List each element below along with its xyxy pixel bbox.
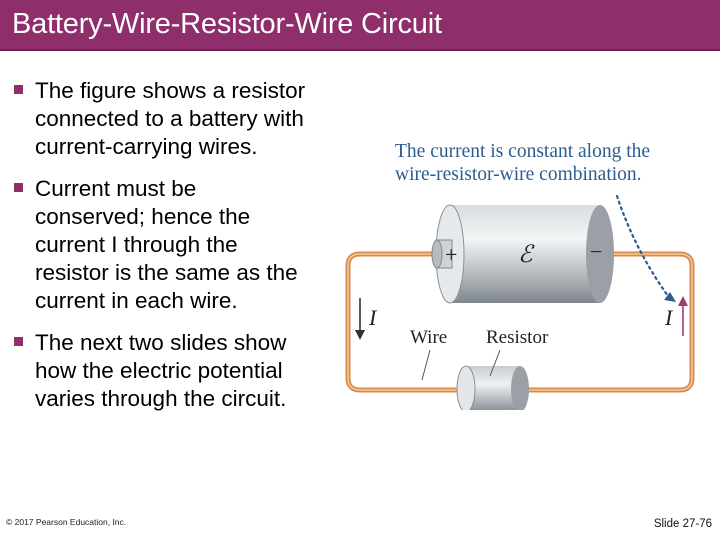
resistor	[456, 365, 529, 410]
current-label-right: I	[664, 305, 674, 330]
bullet-item: The next two slides show how the electri…	[14, 329, 314, 413]
slide-title: Battery-Wire-Resistor-Wire Circuit	[12, 8, 442, 40]
circuit-diagram: + − ℰ Wire Resistor I I	[345, 194, 695, 410]
bullet-text: Current must be conserved; hence the cur…	[35, 176, 298, 313]
battery-plus-sign: +	[445, 242, 457, 267]
bullet-marker-icon	[14, 183, 23, 192]
battery-emf-label: ℰ	[518, 242, 535, 268]
figure-caption-line2: wire-resistor-wire combination.	[395, 164, 642, 185]
bullet-text: The figure shows a resistor connected to…	[35, 78, 306, 159]
wire-label: Wire	[410, 327, 447, 348]
figure-caption: The current is constant along the wire-r…	[395, 140, 695, 186]
bullet-list: The figure shows a resistor connected to…	[14, 77, 314, 427]
current-label-left: I	[368, 305, 378, 330]
battery	[431, 204, 614, 304]
wire-label-leader	[421, 349, 431, 381]
resistor-label: Resistor	[486, 327, 549, 348]
title-bar: Battery-Wire-Resistor-Wire Circuit	[0, 0, 720, 51]
bullet-item: The figure shows a resistor connected to…	[14, 77, 314, 161]
bullet-item: Current must be conserved; hence the cur…	[14, 175, 314, 315]
bullet-text: The next two slides show how the electri…	[35, 330, 287, 411]
current-arrow-left	[355, 298, 365, 340]
bullet-marker-icon	[14, 337, 23, 346]
resistor-label-leader	[489, 349, 501, 377]
bullet-marker-icon	[14, 85, 23, 94]
footer-copyright: © 2017 Pearson Education, Inc.	[6, 517, 127, 527]
slide-number: Slide 27-76	[653, 518, 712, 530]
caption-pointer	[615, 194, 670, 298]
current-arrow-right	[678, 296, 688, 336]
caption-pointer-arrowhead-icon	[664, 292, 676, 302]
battery-minus-sign: −	[590, 239, 602, 264]
figure-caption-line1: The current is constant along the	[395, 141, 651, 162]
